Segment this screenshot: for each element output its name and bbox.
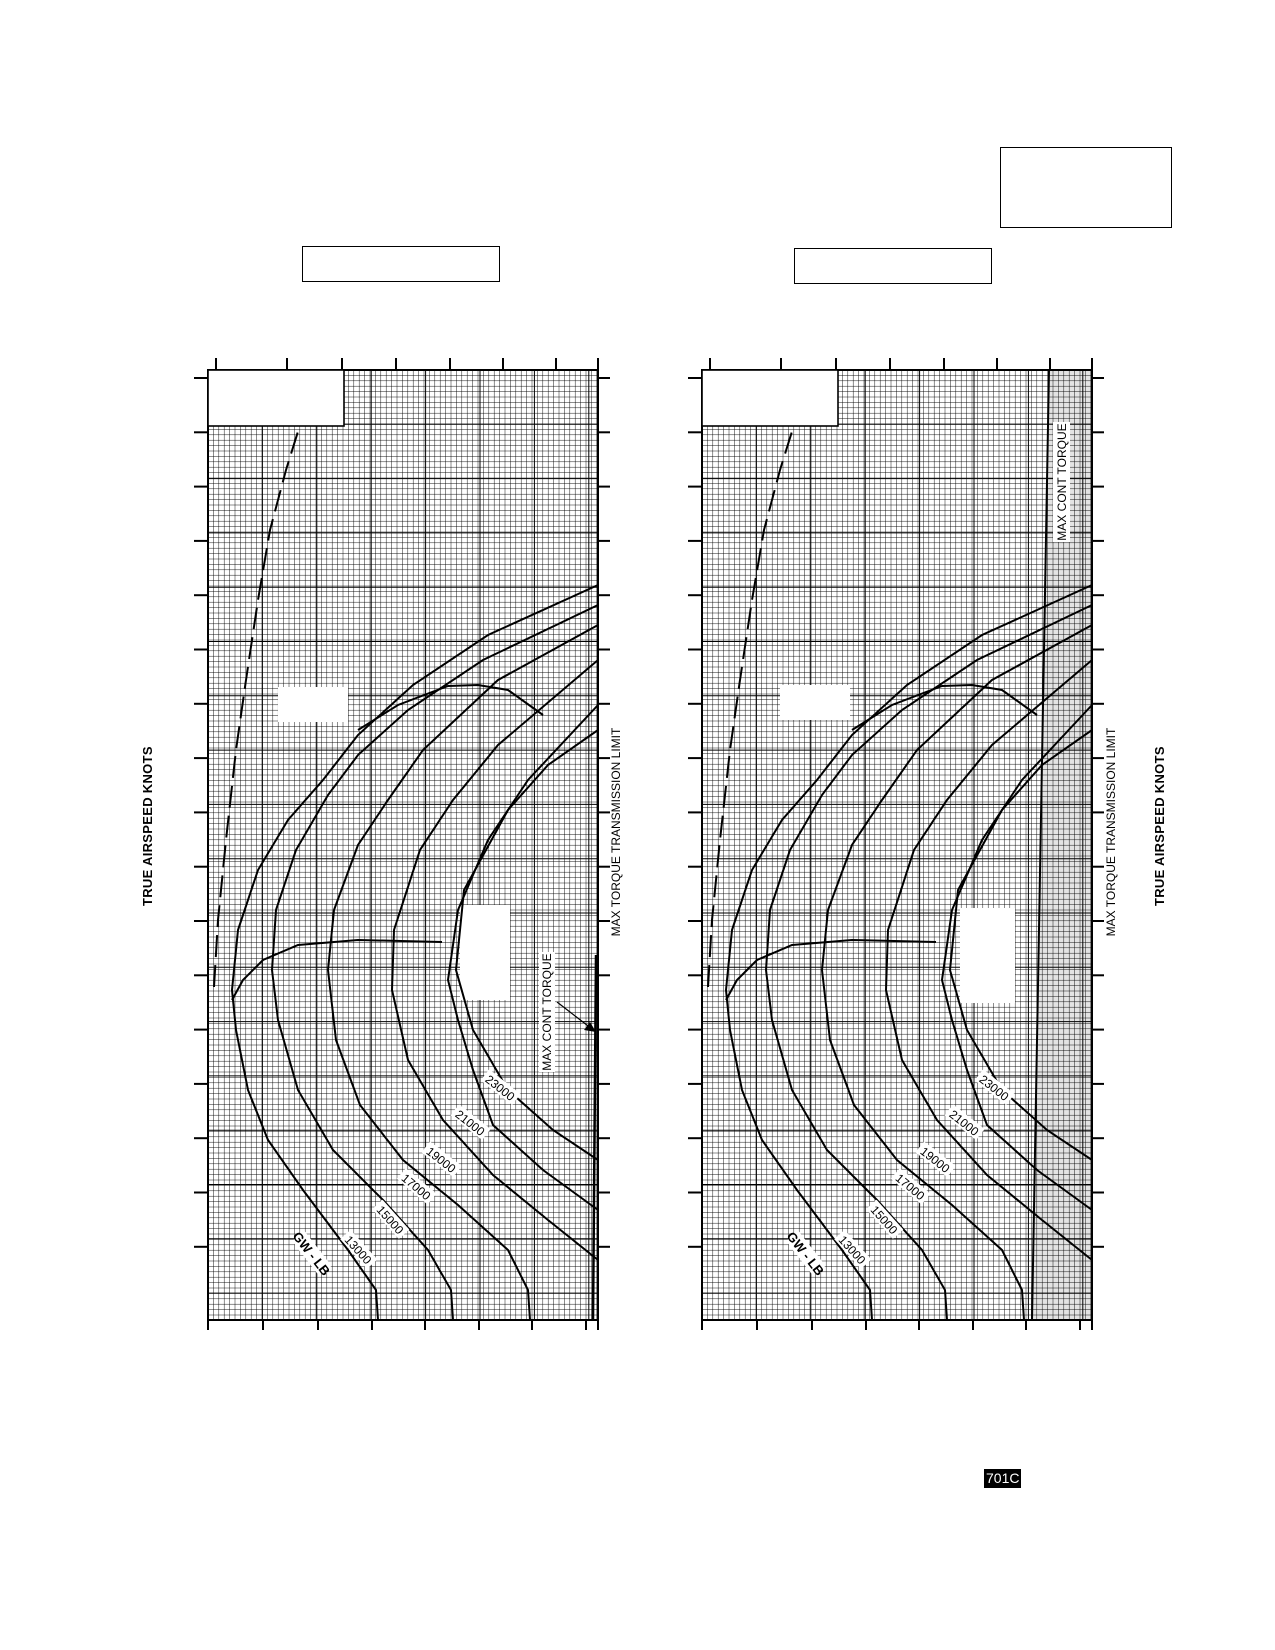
max-cont-torque-label: MAX CONT TORQUE xyxy=(1055,423,1069,540)
transmission-limit-label: MAX TORQUE TRANSMISSION LIMIT xyxy=(1104,727,1118,936)
series-line-19000 xyxy=(884,659,1093,1261)
label-mask-2 xyxy=(460,905,510,1000)
series-line-19000 xyxy=(390,659,599,1261)
series-line-23000 xyxy=(948,729,1093,1161)
tick-marks xyxy=(194,358,610,1330)
envelope-curve xyxy=(357,683,544,731)
series-label-bg xyxy=(480,1069,521,1106)
series-line-13000 xyxy=(230,584,599,1321)
max-cont-torque-label: MAX CONT TORQUE xyxy=(540,953,554,1070)
plot-frame xyxy=(701,369,1093,1321)
grid xyxy=(207,369,598,1320)
max-cont-torque-bg xyxy=(539,952,555,1072)
series-label-bg xyxy=(396,1168,437,1205)
inner-label-box xyxy=(207,369,345,427)
header-box-right-chart xyxy=(794,248,992,284)
dashed-limit-curve xyxy=(213,424,301,988)
arrow-head xyxy=(584,1022,596,1032)
series-label-bg xyxy=(974,1069,1015,1106)
transmission-limit-label: MAX TORQUE TRANSMISSION LIMIT xyxy=(609,727,623,936)
series-line-17000 xyxy=(820,624,1093,1321)
major-grid xyxy=(207,369,598,1320)
series-line-15000 xyxy=(270,604,599,1321)
max-cont-torque-line xyxy=(1031,369,1050,1321)
series-line-13000 xyxy=(724,584,1093,1321)
series-label-bg xyxy=(915,1141,956,1178)
max-cont-torque-arrow xyxy=(556,1001,593,1030)
boundary-curve xyxy=(231,938,443,1001)
series-label-bg xyxy=(834,1229,872,1269)
header-box-top-right xyxy=(1000,147,1172,228)
series-label-bg xyxy=(944,1104,985,1141)
header-box-left-chart xyxy=(302,246,500,282)
series-line-15000 xyxy=(764,604,1093,1321)
series-label-bg xyxy=(450,1104,491,1141)
tick-marks xyxy=(688,358,1104,1330)
envelope-curve xyxy=(851,683,1038,731)
dashed-limit-curve xyxy=(707,424,795,988)
series-label-bg xyxy=(866,1199,904,1239)
series-line-17000 xyxy=(326,624,599,1321)
label-mask-1 xyxy=(278,687,348,722)
plot-frame xyxy=(207,369,599,1321)
legend-title-bg xyxy=(291,1231,332,1276)
series-label-bg xyxy=(340,1229,378,1269)
inner-label-box xyxy=(701,369,839,427)
max-cont-torque-line xyxy=(591,954,598,1321)
max-cont-torque-bg xyxy=(1053,422,1070,542)
series-line-23000 xyxy=(454,729,599,1161)
label-mask-2 xyxy=(960,908,1015,1003)
figure-tag: 701C xyxy=(984,1469,1022,1488)
legend-title-bg xyxy=(785,1231,826,1276)
label-mask-1 xyxy=(780,685,850,720)
series-label-bg xyxy=(372,1199,410,1239)
boundary-curve xyxy=(725,938,937,1001)
series-label-bg xyxy=(890,1168,931,1205)
series-label-bg xyxy=(421,1141,462,1178)
